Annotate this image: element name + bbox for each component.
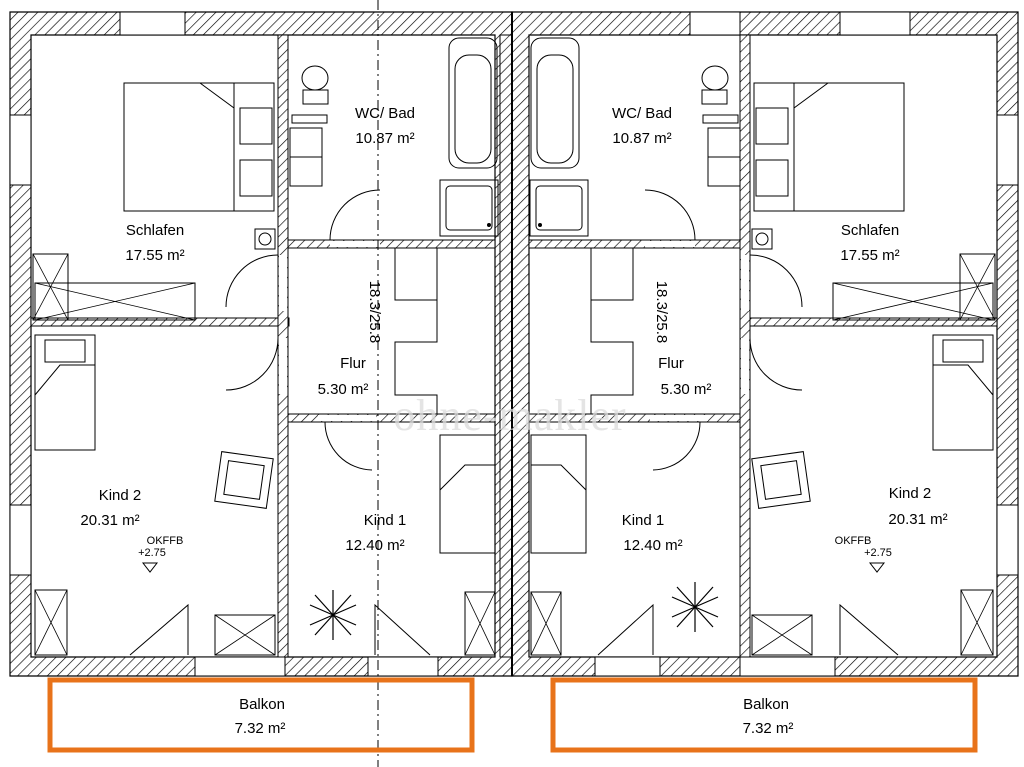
- left-flur-area: 5.30 m²: [318, 381, 369, 398]
- left-kind2-name: Kind 2: [99, 487, 142, 504]
- right-schlafen-name: Schlafen: [841, 222, 899, 239]
- right-flur-area: 5.30 m²: [661, 381, 712, 398]
- right-schlafen-area: 17.55 m²: [840, 247, 899, 264]
- right-kind1-name: Kind 1: [622, 512, 665, 529]
- left-unit: Schlafen 17.55 m² WC/ Bad 10.87 m² 18.3/…: [9, 0, 513, 767]
- left-kind1-area: 12.40 m²: [345, 537, 404, 554]
- plant-icon: [671, 582, 719, 632]
- right-balkon-name: Balkon: [743, 696, 789, 713]
- left-stair-label: 18.3/25.8: [366, 281, 383, 344]
- right-level-value: +2.75: [864, 547, 892, 559]
- left-balcony-rail: [47, 677, 475, 753]
- right-outer-wall: [511, 11, 1019, 677]
- right-unit: Schlafen 17.55 m² WC/ Bad 10.87 m² 18.3/…: [511, 11, 1019, 753]
- left-wall-bedroom: [30, 317, 290, 327]
- left-schlafen-name: Schlafen: [126, 222, 184, 239]
- watermark: ohne-makler: [393, 391, 626, 440]
- right-bad-name: WC/ Bad: [612, 105, 672, 122]
- right-kind2-name: Kind 2: [889, 485, 932, 502]
- right-kind1-area: 12.40 m²: [623, 537, 682, 554]
- left-balkon-name: Balkon: [239, 696, 285, 713]
- left-flur-name: Flur: [340, 355, 366, 372]
- left-balkon-area: 7.32 m²: [235, 720, 286, 737]
- right-bad-area: 10.87 m²: [612, 130, 671, 147]
- left-level-label: OKFFB: [147, 535, 184, 547]
- right-balkon-area: 7.32 m²: [743, 720, 794, 737]
- right-balcony-rail: [550, 677, 978, 753]
- left-kind1-name: Kind 1: [364, 512, 407, 529]
- right-stair-label: 18.3/25.8: [653, 281, 670, 344]
- plant-icon: [309, 590, 357, 640]
- left-bad-name: WC/ Bad: [355, 105, 415, 122]
- left-bad-area: 10.87 m²: [355, 130, 414, 147]
- left-level-value: +2.75: [138, 547, 166, 559]
- left-schlafen-area: 17.55 m²: [125, 247, 184, 264]
- right-kind2-area: 20.31 m²: [888, 511, 947, 528]
- right-level-label: OKFFB: [835, 535, 872, 547]
- left-kind2-area: 20.31 m²: [80, 512, 139, 529]
- right-flur-name: Flur: [658, 355, 684, 372]
